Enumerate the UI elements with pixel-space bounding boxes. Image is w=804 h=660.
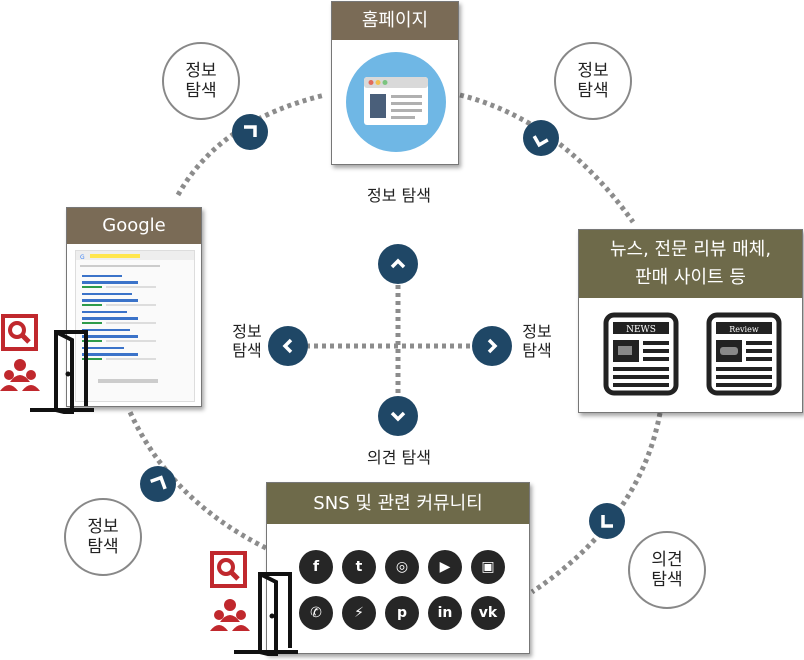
browser-icon <box>346 52 446 152</box>
search-icon <box>210 551 247 588</box>
facebook-icon[interactable]: f <box>299 550 333 584</box>
center-label-right: 정보 탐색 <box>522 322 552 360</box>
chevron-left-icon <box>268 326 308 366</box>
google-search-screenshot: G <box>75 250 195 402</box>
bubble-bottom-left: 정보 탐색 <box>64 498 142 576</box>
corner-node-top-left <box>232 114 268 150</box>
google-title: Google <box>67 208 201 244</box>
bubble-bottom-right: 의견 탐색 <box>628 531 706 609</box>
google-card: Google G <box>66 207 202 407</box>
door-icon <box>234 568 298 659</box>
review-label: Review <box>729 325 759 334</box>
news-title-line1: 뉴스, 전문 리뷰 매체, <box>609 239 772 260</box>
news-title-line2: 판매 사이트 등 <box>635 267 746 288</box>
svg-text:G: G <box>80 254 85 261</box>
youtube-icon[interactable]: ▶ <box>428 550 462 584</box>
vk-icon[interactable]: vk <box>471 596 505 630</box>
whatsapp-icon[interactable]: ✆ <box>299 596 333 630</box>
sns-card-title: SNS 및 관련 커뮤니티 <box>267 483 529 524</box>
homepage-title: 홈페이지 <box>332 2 458 40</box>
homepage-card: 홈페이지 <box>331 1 459 165</box>
chevron-right-icon <box>472 326 512 366</box>
center-label-bottom: 의견 탐색 <box>367 448 431 467</box>
search-icon <box>1 314 38 351</box>
news-card: 뉴스, 전문 리뷰 매체, 판매 사이트 등 NEWS Review <box>578 229 803 413</box>
bubble-top-left: 정보 탐색 <box>162 42 240 120</box>
door-icon <box>30 326 94 417</box>
bubble-top-right: 정보 탐색 <box>554 42 632 120</box>
corner-node-bottom-left <box>140 466 176 502</box>
messenger-icon[interactable]: ⚡ <box>342 596 376 630</box>
center-label-top: 정보 탐색 <box>367 186 431 205</box>
corner-node-bottom-right <box>589 503 625 539</box>
twitter-icon[interactable]: t <box>342 550 376 584</box>
news-card-title: 뉴스, 전문 리뷰 매체, 판매 사이트 등 <box>579 230 802 298</box>
chevron-down-icon <box>378 396 418 436</box>
twitch-icon[interactable]: ▣ <box>471 550 505 584</box>
newspaper-icon: NEWS <box>603 312 679 396</box>
news-label: NEWS <box>626 325 656 335</box>
instagram-icon[interactable]: ◎ <box>385 550 419 584</box>
chevron-up-icon <box>378 244 418 284</box>
people-icon <box>210 598 250 632</box>
review-icon: Review <box>706 312 782 396</box>
center-label-left: 정보 탐색 <box>232 322 262 360</box>
people-icon <box>0 358 40 392</box>
pinterest-icon[interactable]: p <box>385 596 419 630</box>
corner-node-top-right <box>523 120 559 156</box>
linkedin-icon[interactable]: in <box>428 596 462 630</box>
